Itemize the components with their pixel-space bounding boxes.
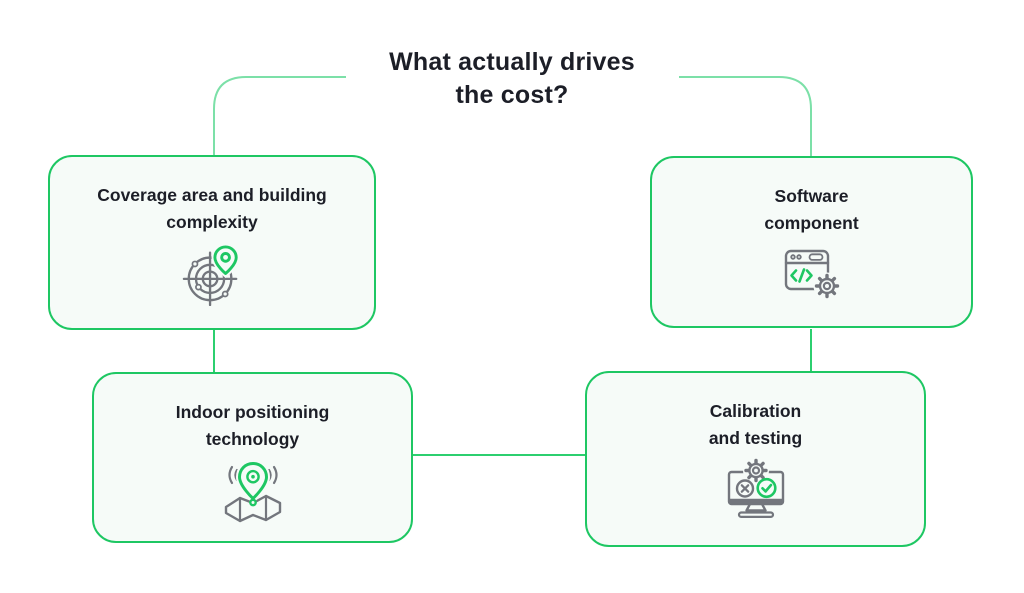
card-software-component-label-line1: Software xyxy=(774,186,849,206)
card-calibration-testing-label: Calibration and testing xyxy=(709,398,802,452)
card-indoor-positioning-label-line2: technology xyxy=(205,429,300,449)
connector-title-to-coverage xyxy=(213,76,346,155)
card-indoor-positioning: Indoor positioning technology xyxy=(92,372,413,543)
page-title: What actually drives the cost? xyxy=(0,46,1024,112)
card-calibration-testing-label-line1: Calibration xyxy=(709,401,802,421)
card-indoor-positioning-label: Indoor positioning technology xyxy=(176,399,330,453)
monitor-test-check-icon xyxy=(723,457,789,520)
card-software-component-label-line2: component xyxy=(764,213,859,233)
radar-location-pin-icon xyxy=(181,243,243,307)
card-software-component-label: Software component xyxy=(764,183,858,237)
card-coverage-area-label-line1: Coverage area and building xyxy=(97,185,327,205)
connector-title-to-software xyxy=(679,76,812,156)
card-indoor-positioning-label-line1: Indoor positioning xyxy=(175,402,330,422)
card-coverage-area-label: Coverage area and building complexity xyxy=(97,182,327,236)
card-calibration-testing-label-line2: and testing xyxy=(708,428,803,448)
browser-code-gear-icon xyxy=(783,248,841,300)
card-coverage-area-label-line2: complexity xyxy=(166,212,258,232)
card-coverage-area: Coverage area and building complexity xyxy=(48,155,376,330)
page-title-line2: the cost? xyxy=(455,81,569,109)
card-calibration-testing: Calibration and testing xyxy=(585,371,926,547)
page-title-line1: What actually drives xyxy=(389,48,635,76)
card-software-component: Software component xyxy=(650,156,973,328)
map-location-signal-icon xyxy=(221,459,285,527)
